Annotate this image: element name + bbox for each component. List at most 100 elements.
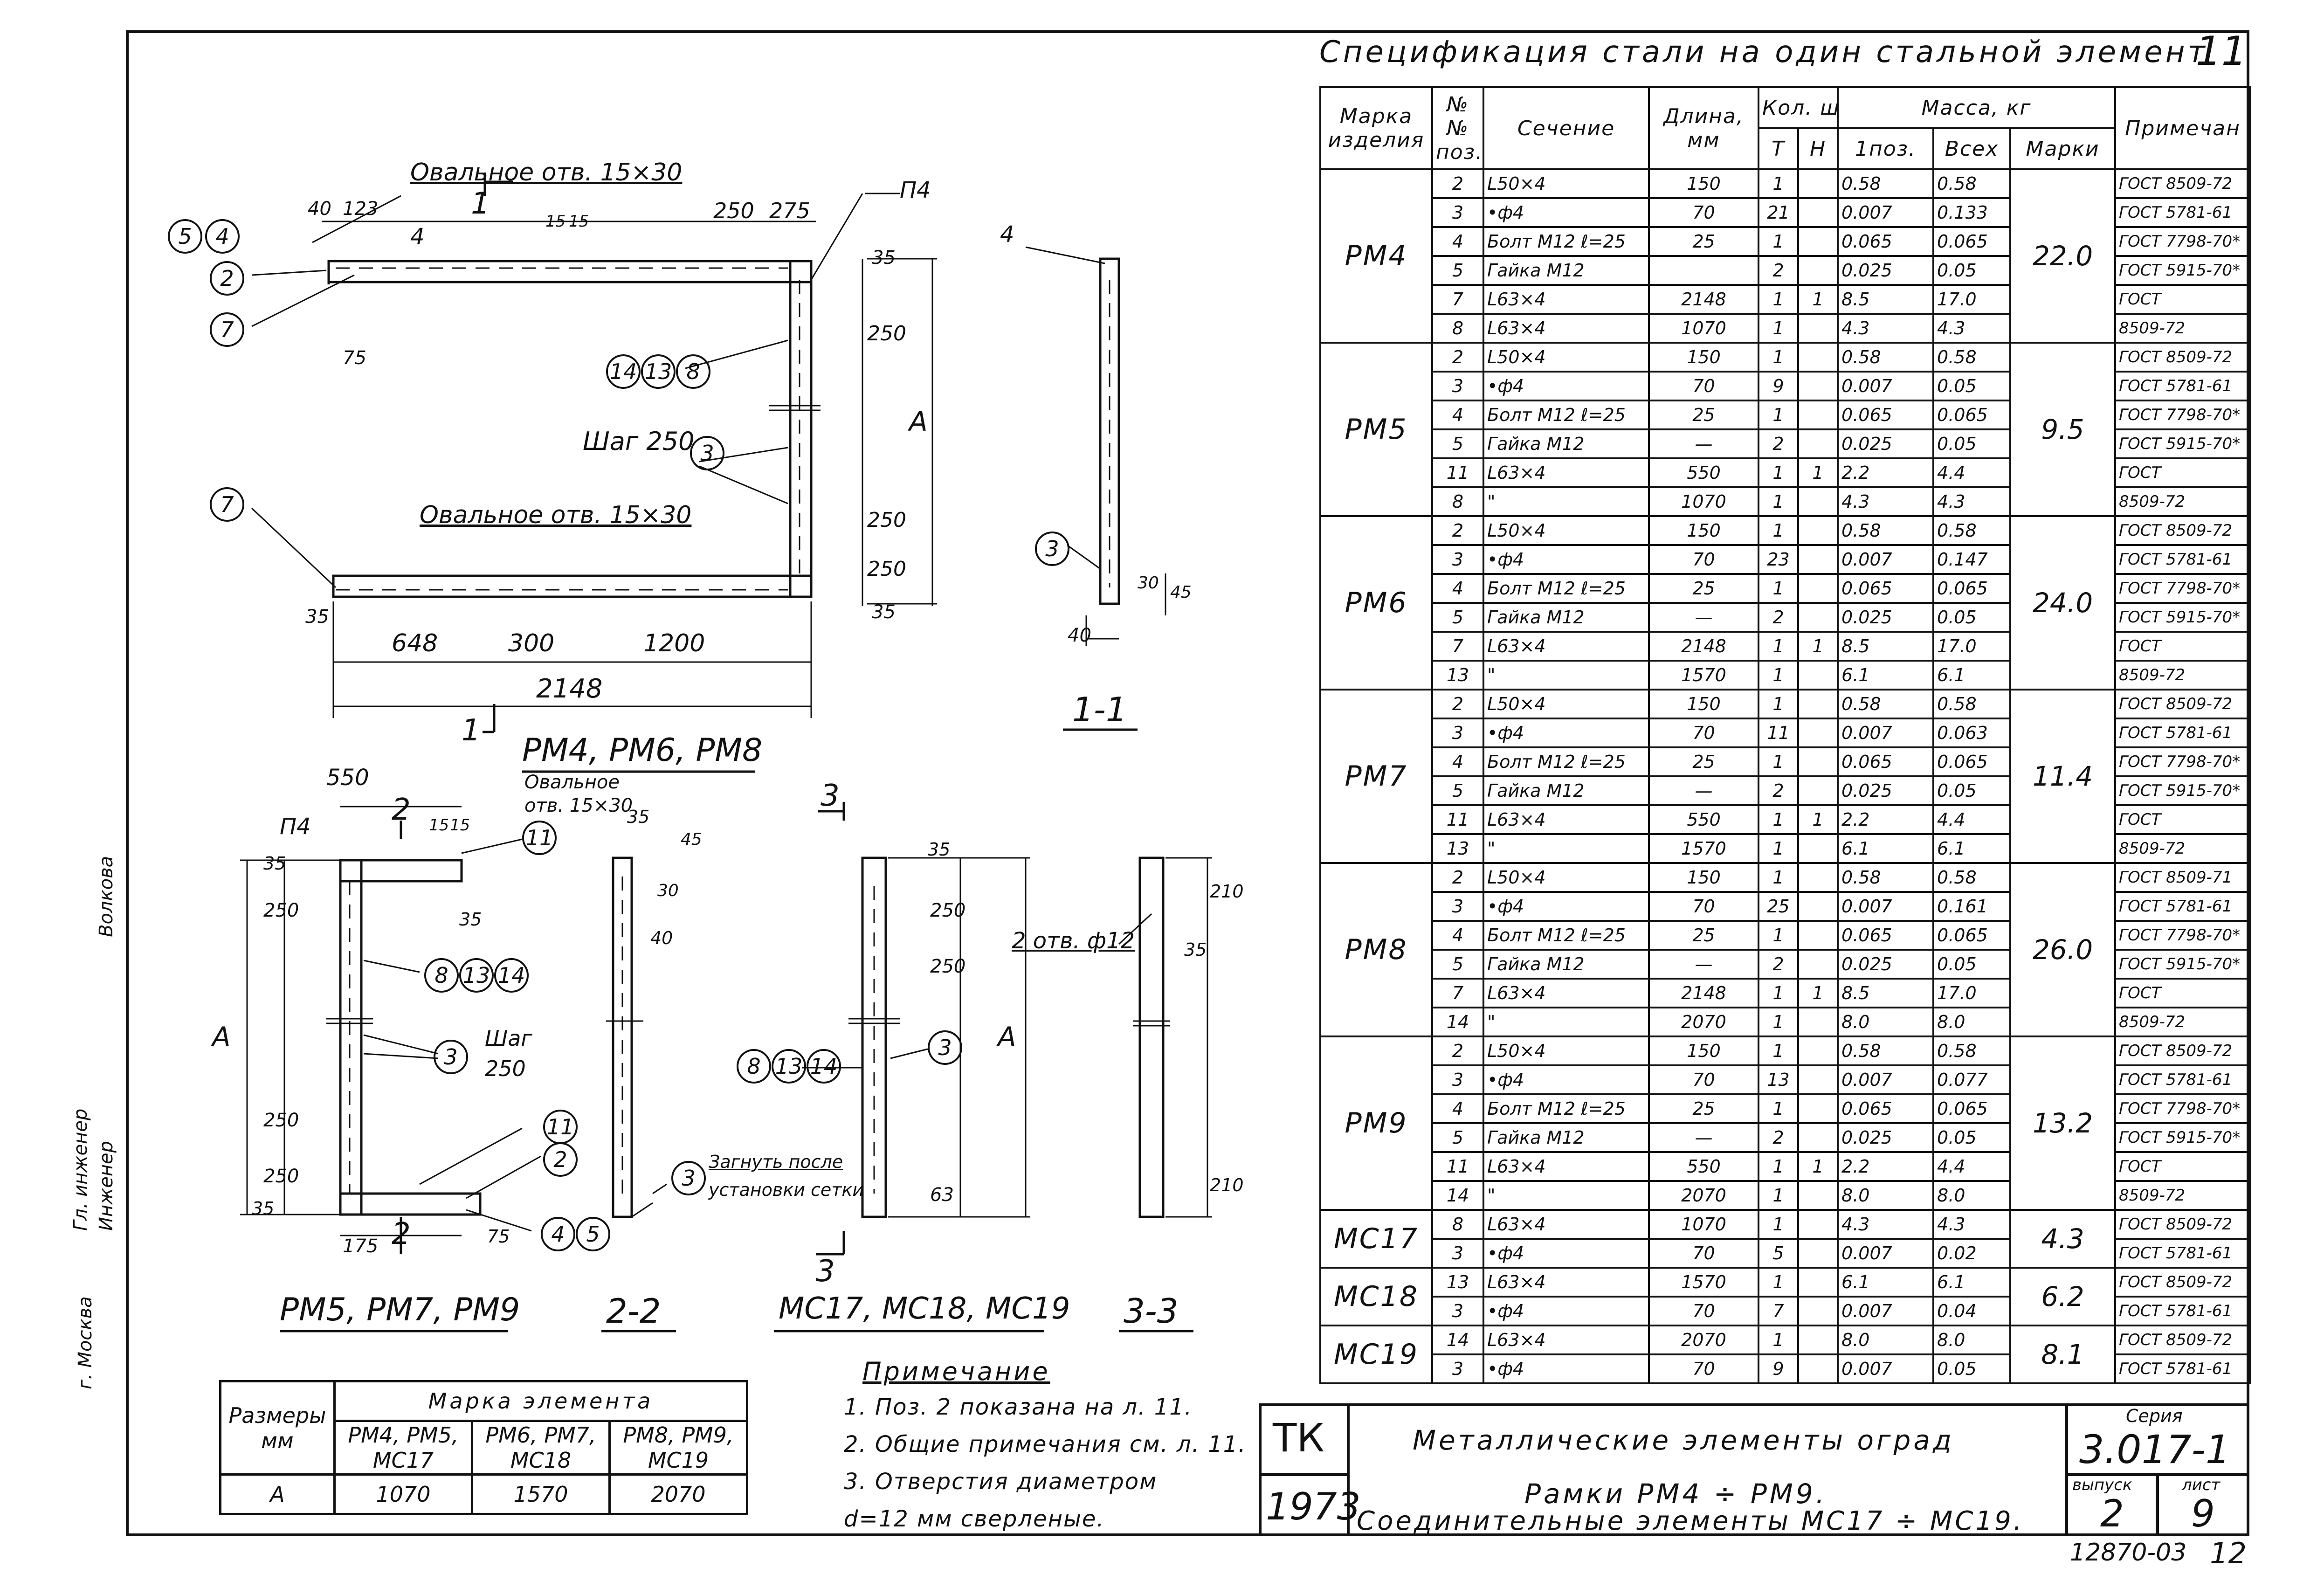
spec-mass-all-cell: 0.04 — [1932, 1296, 2012, 1326]
title-block-series: 3.017-1 — [2079, 1427, 2231, 1472]
spec-qty-t-cell: 1 — [1758, 515, 1799, 546]
dim-m250a: 250 — [930, 900, 966, 921]
spec-qty-t-cell: 7 — [1758, 1296, 1799, 1326]
dim-r35b: 35 — [459, 909, 482, 930]
sizes-col-3-a: РМ8, РМ9, — [623, 1422, 734, 1448]
title-block-issue-label: выпуск — [2072, 1476, 2132, 1494]
spec-mass-pos-cell: 0.025 — [1837, 428, 1935, 459]
weld-4a: 4 — [410, 224, 425, 250]
spec-mass-mark-cell: 13.2 — [2009, 1036, 2117, 1211]
view-title-3-3: 3-3 — [1124, 1291, 1179, 1331]
spec-pos-cell: 11 — [1431, 457, 1484, 488]
spec-qty-n-cell — [1797, 746, 1839, 777]
view-title-mc: МС17, МС18, МС19 — [779, 1291, 1070, 1326]
sizes-col-1-a: РМ4, РМ5, — [348, 1422, 459, 1448]
spec-qty-n-cell: 1 — [1797, 284, 1839, 315]
spec-pos-cell: 2 — [1431, 342, 1484, 373]
spec-length-cell: 2148 — [1648, 978, 1759, 1008]
spec-pos-cell: 13 — [1431, 1267, 1484, 1298]
dim-t35: 35 — [1184, 939, 1207, 960]
position-marker-13-mc: 13 — [772, 1049, 806, 1084]
header-section: Сечение — [1483, 86, 1650, 170]
position-marker-3-mc: 3 — [928, 1030, 962, 1065]
spec-mass-mark-cell: 26.0 — [2009, 862, 2117, 1037]
position-marker-3-bend: 3 — [671, 1161, 706, 1195]
spec-qty-n-cell: 1 — [1797, 457, 1839, 488]
spec-qty-n-cell — [1797, 833, 1839, 864]
oval-hole-small-2: отв. 15×30 — [524, 795, 633, 816]
spec-mass-mark-cell: 6.2 — [2009, 1267, 2117, 1326]
spec-qty-t-cell: 2 — [1758, 1122, 1799, 1153]
spec-section-cell: Болт М12 ℓ=25 — [1483, 573, 1650, 604]
spec-qty-t-cell: 9 — [1758, 1353, 1799, 1384]
spec-qty-n-cell — [1797, 862, 1839, 893]
spec-note-cell: ГОСТ 5781-61 — [2114, 1296, 2252, 1326]
spec-length-cell: 2148 — [1648, 284, 1759, 315]
spec-qty-n-cell — [1797, 660, 1839, 690]
spec-section-cell: L63×4 — [1483, 284, 1650, 315]
notes-title: Примечание — [862, 1357, 1050, 1386]
spec-mass-pos-cell: 8.0 — [1837, 1325, 1935, 1355]
dim-s30: 30 — [1138, 573, 1159, 593]
spec-note-cell: ГОСТ 7798-70* — [2114, 746, 2252, 777]
dim-275: 275 — [769, 198, 810, 223]
spec-section-cell: Гайка М12 — [1483, 602, 1650, 633]
spec-mass-all-cell: 0.065 — [1932, 1093, 2012, 1124]
spec-qty-n-cell — [1797, 1296, 1839, 1326]
dim-r175: 175 — [343, 1236, 379, 1257]
spec-pos-cell: 2 — [1431, 515, 1484, 546]
spec-mass-pos-cell: 0.065 — [1837, 746, 1935, 777]
position-marker-8: 8 — [676, 354, 710, 389]
spec-pos-cell: 3 — [1431, 371, 1484, 401]
sizes-col-3-b: МС19 — [648, 1448, 709, 1473]
spec-qty-t-cell: 1 — [1758, 1180, 1799, 1211]
spec-note-cell: ГОСТ 5915-70* — [2114, 255, 2252, 286]
frame-rm5 — [240, 806, 541, 1254]
spec-qty-n-cell — [1797, 689, 1839, 719]
spec-pos-cell: 13 — [1431, 660, 1484, 690]
spec-mass-pos-cell: 8.5 — [1837, 978, 1935, 1008]
spec-length-cell: 1070 — [1648, 1209, 1759, 1240]
spec-length-cell: 25 — [1648, 920, 1759, 951]
spec-mass-all-cell: 4.3 — [1932, 486, 2012, 517]
dim-q40: 40 — [650, 928, 673, 948]
step-label: Шаг 250 — [583, 427, 695, 456]
position-marker-2: 2 — [210, 261, 244, 296]
spec-section-cell: •ф4 — [1483, 1238, 1650, 1269]
dimension-a-rm5: А — [212, 1021, 231, 1053]
spec-section-cell: L50×4 — [1483, 1036, 1650, 1066]
dim-r250b: 250 — [263, 1110, 299, 1131]
spec-mass-pos-cell: 0.025 — [1837, 949, 1935, 980]
holes-label: 2 отв. ф12 — [1012, 928, 1135, 954]
dim-35-right-bot: 35 — [872, 601, 896, 623]
spec-pos-cell: 8 — [1431, 313, 1484, 344]
spec-pos-cell: 14 — [1431, 1007, 1484, 1037]
spec-pos-cell: 4 — [1431, 1093, 1484, 1124]
spec-pos-cell: 3 — [1431, 1296, 1484, 1326]
spec-mark-cell: РМ6 — [1319, 515, 1433, 690]
spec-pos-cell: 2 — [1431, 689, 1484, 719]
position-marker-14-rm5: 14 — [494, 958, 529, 993]
spec-qty-n-cell — [1797, 1325, 1839, 1355]
spec-section-cell: •ф4 — [1483, 197, 1650, 228]
spec-length-cell: 25 — [1648, 746, 1759, 777]
spec-length-cell: 70 — [1648, 371, 1759, 401]
dim-r15b: 15 — [450, 816, 470, 835]
spec-qty-t-cell: 25 — [1758, 891, 1799, 922]
header-mark: Марка изделия — [1319, 86, 1433, 170]
